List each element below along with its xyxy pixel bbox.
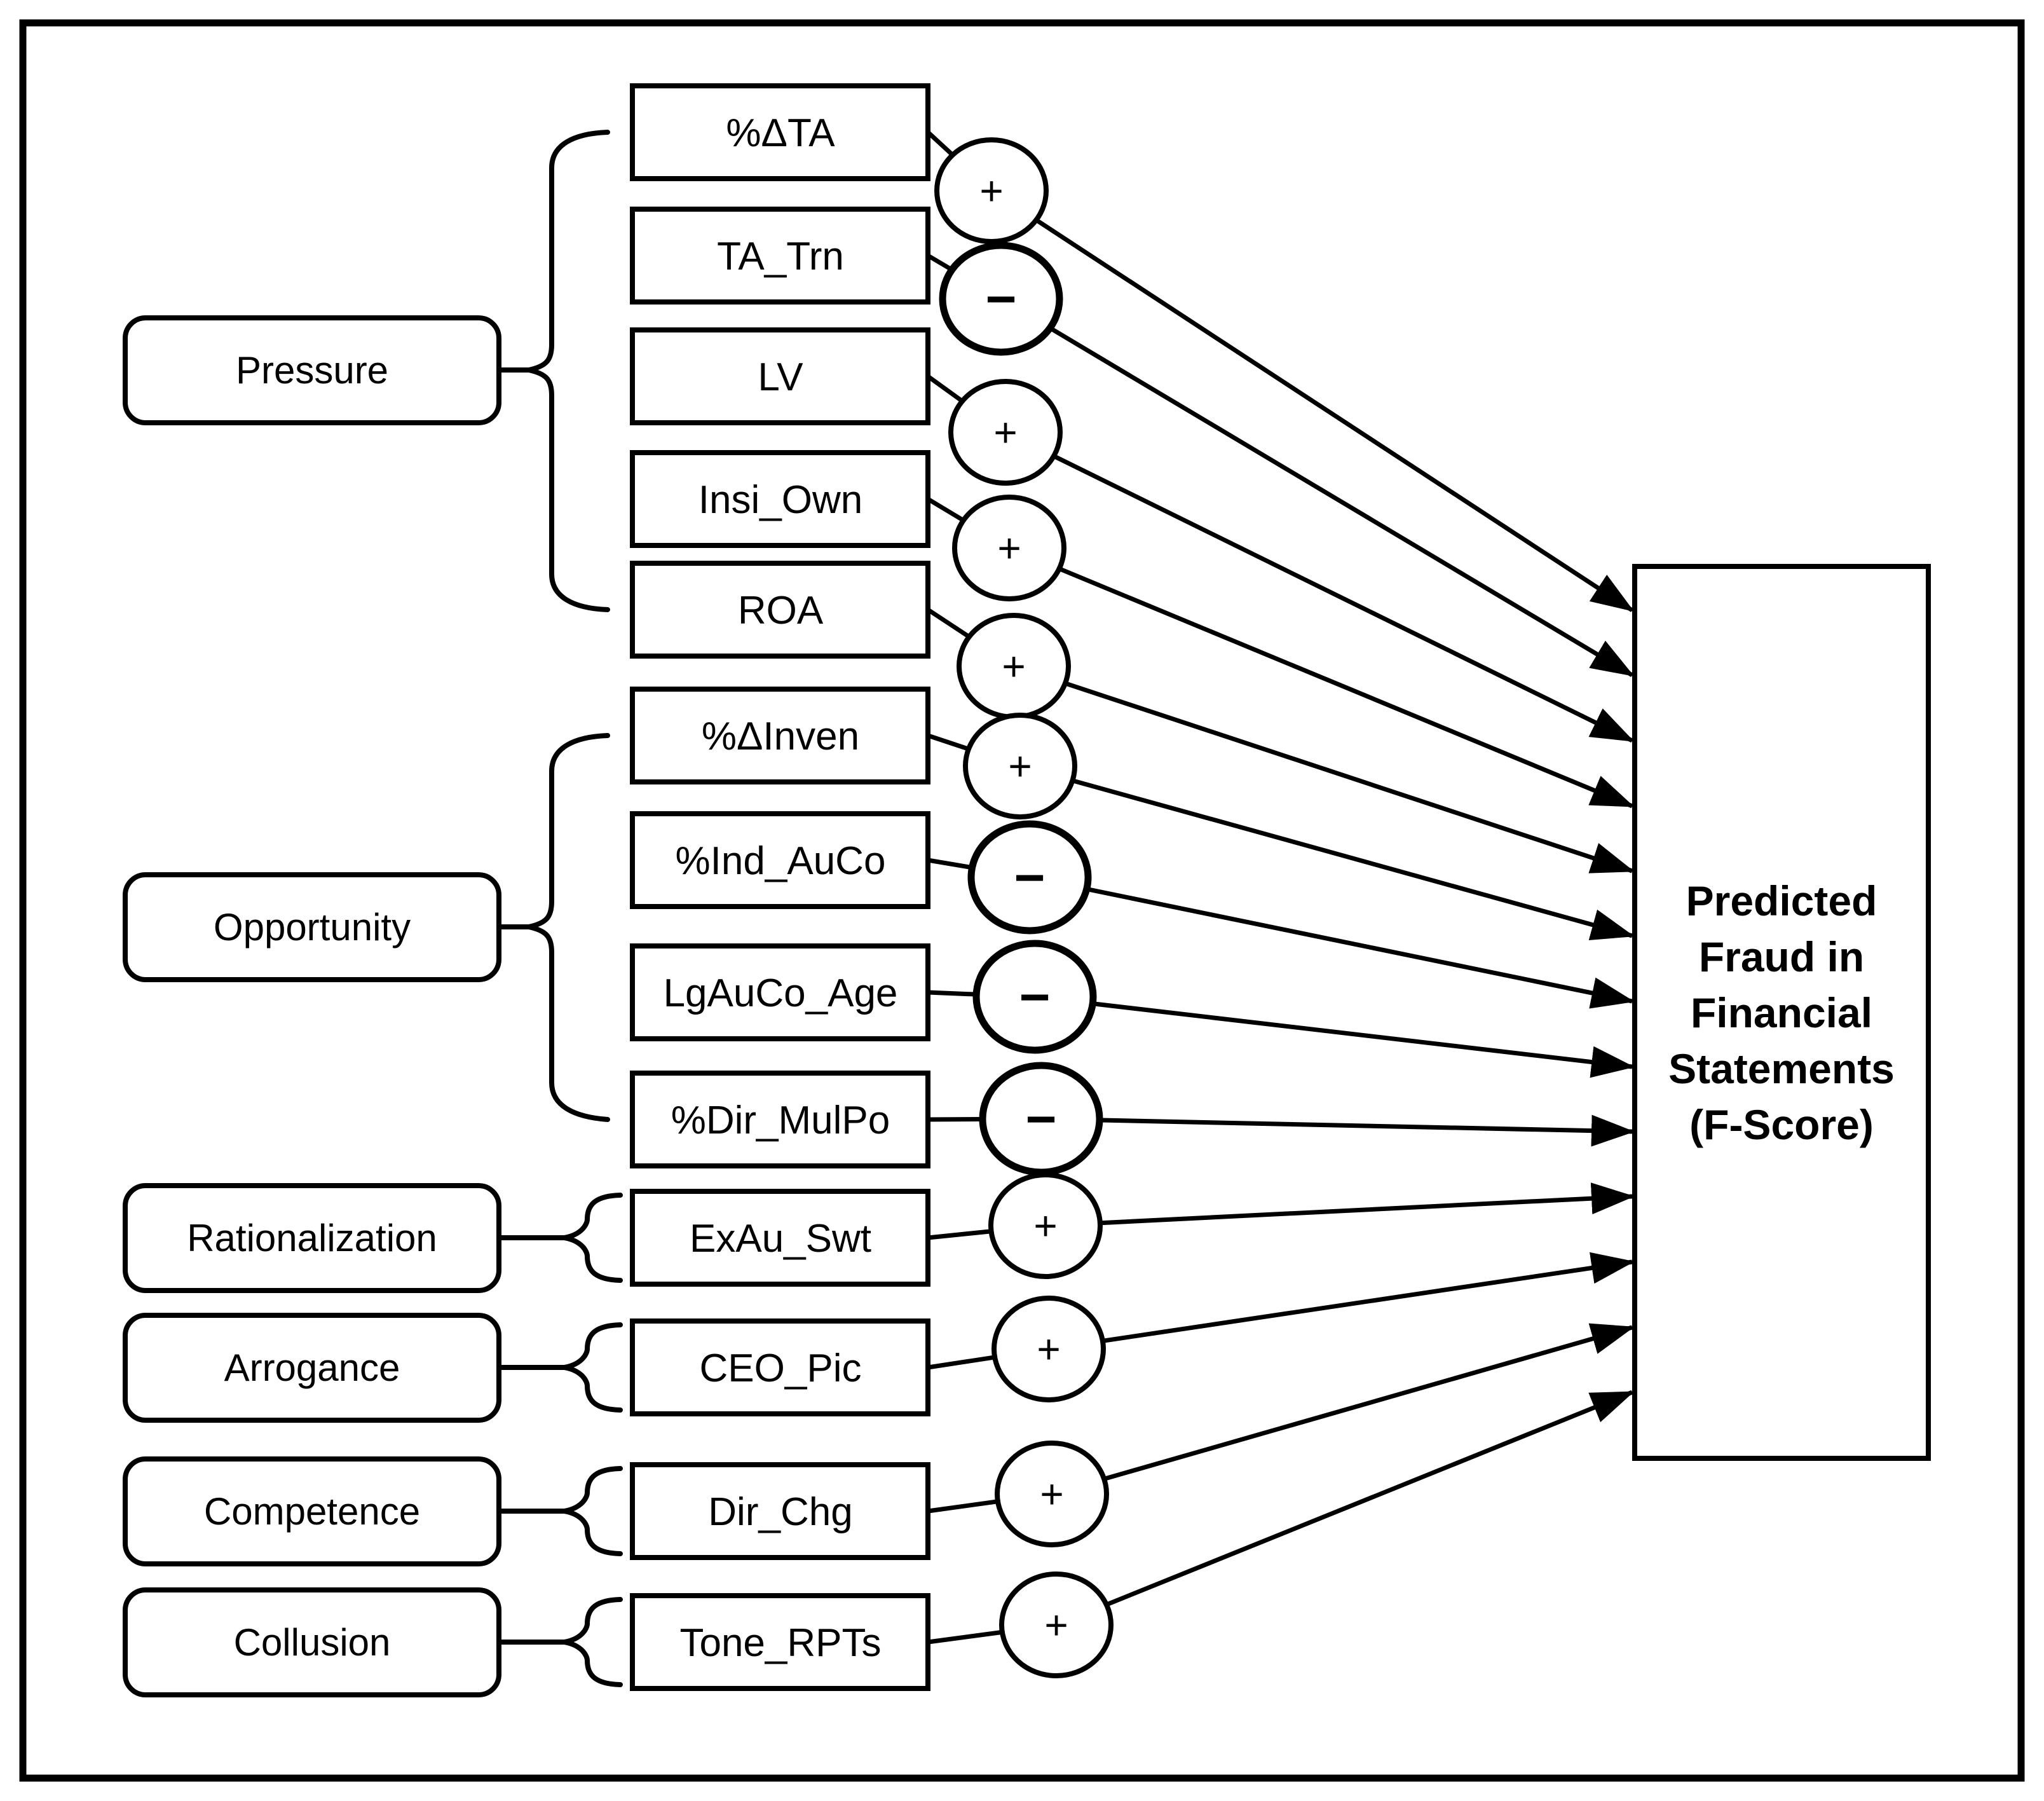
- variable-label: %ΔTA: [726, 111, 835, 155]
- sign-label: +: [1040, 1471, 1063, 1517]
- variable-box-pct-dir-mulpo: [630, 1071, 930, 1168]
- sign-label: −: [1014, 847, 1045, 907]
- sign-circle-ceo-pic: [991, 1296, 1106, 1402]
- effect-arrow: [1048, 1252, 1635, 1352]
- sign-circle-lv: [948, 379, 1063, 486]
- sign-label: +: [1002, 643, 1025, 689]
- brace-collusion: [564, 1597, 623, 1687]
- sign-circle-insi-own: [952, 495, 1066, 601]
- effect-arrow: [1055, 1390, 1635, 1627]
- variable-label: LgAuCo_Age: [664, 971, 898, 1015]
- category-braces: [496, 130, 623, 1687]
- variable-box-dir-chg: [630, 1462, 930, 1560]
- variable-box-tone-rpts: [630, 1593, 930, 1691]
- sign-circle-pct-ind-auco: [967, 820, 1092, 935]
- brace-arrogance: [564, 1322, 623, 1413]
- effect-arrow: [1019, 764, 1635, 940]
- sign-label: +: [1044, 1602, 1068, 1648]
- category-box-arrogance: [123, 1313, 501, 1423]
- brace-rationalization: [564, 1193, 623, 1283]
- sign-label: +: [979, 168, 1003, 214]
- sign-label: −: [1025, 1089, 1056, 1149]
- effect-arrow: [990, 189, 1635, 612]
- variable-box-insi-own: [630, 450, 930, 548]
- category-label: Collusion: [234, 1621, 391, 1664]
- variable-box-lgauco-age: [630, 943, 930, 1041]
- effect-arrow: [1008, 545, 1635, 809]
- variable-box-lv: [630, 327, 930, 425]
- effect-arrow: [1045, 1182, 1635, 1228]
- category-label: Competence: [204, 1490, 420, 1533]
- sign-circles: + − + + + + − − − + + + +: [934, 137, 1114, 1678]
- variable-label: %Dir_MulPo: [671, 1099, 890, 1142]
- effect-arrow: [1029, 875, 1635, 1009]
- variable-label: Dir_Chg: [708, 1490, 852, 1534]
- category-boxes: Pressure Opportunity Rationalization Arr…: [123, 315, 501, 1697]
- effect-arrow: [1040, 1114, 1635, 1147]
- sign-to-outcome-arrows: [990, 189, 1635, 1627]
- sign-circle-tone-rpts: [999, 1572, 1114, 1678]
- effect-arrow: [1000, 296, 1635, 678]
- variable-label: Tone_RPTs: [679, 1621, 881, 1665]
- outcome-box-group: Predicted Fraud in Financial Statements …: [1632, 564, 1931, 1461]
- variable-label: ROA: [738, 589, 824, 633]
- variable-label: %Ind_AuCo: [676, 839, 886, 883]
- outcome-label-line: Financial: [1691, 989, 1872, 1036]
- variable-label: LV: [758, 355, 803, 399]
- category-box-competence: [123, 1456, 501, 1566]
- sign-circle-pct-delta-ta: [934, 137, 1049, 244]
- category-label: Pressure: [236, 349, 388, 392]
- sign-label: −: [985, 269, 1016, 329]
- effect-arrow: [1034, 994, 1635, 1078]
- sign-label: −: [1019, 967, 1050, 1027]
- variable-box-ta-trn: [630, 207, 930, 305]
- variable-label: Insi_Own: [698, 478, 862, 522]
- category-box-rationalization: [123, 1183, 501, 1293]
- variable-boxes: %ΔTA TA_Trn LV Insi_Own ROA %ΔInven %Ind…: [630, 83, 930, 1691]
- category-label: Arrogance: [224, 1346, 400, 1389]
- category-box-collusion: [123, 1587, 501, 1697]
- variable-label: TA_Trn: [717, 235, 844, 278]
- sign-circle-pct-delta-inven: [963, 713, 1077, 819]
- sign-circle-ta-trn: [939, 242, 1063, 356]
- effect-arrow: [1012, 664, 1635, 873]
- category-label: Rationalization: [187, 1217, 437, 1259]
- sign-circle-dir-chg: [995, 1441, 1109, 1547]
- sign-circle-lgauco-age: [972, 940, 1097, 1054]
- category-box-opportunity: [123, 872, 501, 982]
- effect-arrow: [1004, 430, 1635, 743]
- effect-arrow: [1051, 1323, 1635, 1496]
- sign-circle-pct-dir-mulpo: [979, 1062, 1103, 1176]
- variable-box-pct-delta-ta: [630, 83, 930, 181]
- sign-label: +: [1008, 743, 1032, 789]
- variable-box-exau-swt: [630, 1189, 930, 1287]
- brace-pressure: [528, 130, 610, 612]
- variable-label: CEO_Pic: [700, 1346, 862, 1390]
- variable-box-roa: [630, 561, 930, 659]
- outcome-label-line: Statements: [1668, 1045, 1895, 1092]
- outcome-box: [1632, 564, 1931, 1461]
- sign-label: +: [993, 409, 1017, 455]
- outcome-label-line: Fraud in: [1699, 933, 1864, 980]
- sign-label: +: [1037, 1326, 1060, 1372]
- outcome-label-line: (F-Score): [1689, 1101, 1874, 1148]
- variable-label: ExAu_Swt: [690, 1217, 871, 1261]
- category-label: Opportunity: [214, 906, 411, 948]
- outcome-label-line: Predicted: [1686, 877, 1877, 924]
- sign-label: +: [1033, 1203, 1057, 1249]
- brace-competence: [564, 1466, 623, 1556]
- sign-circle-exau-swt: [988, 1172, 1103, 1279]
- sign-label: +: [997, 525, 1021, 571]
- category-box-pressure: [123, 315, 501, 425]
- variable-box-pct-delta-inven: [630, 687, 930, 784]
- variable-box-ceo-pic: [630, 1318, 930, 1416]
- variable-box-pct-ind-auco: [630, 811, 930, 909]
- variable-label: %ΔInven: [702, 715, 859, 758]
- brace-opportunity: [528, 733, 610, 1122]
